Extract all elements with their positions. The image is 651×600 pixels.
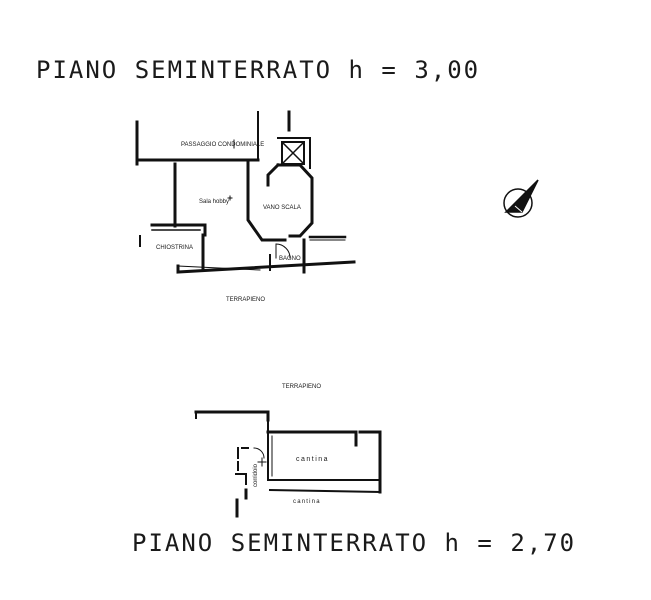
upper-south-wall — [176, 260, 356, 274]
stairwell-label: VANO SCALA — [263, 205, 301, 211]
hobby-room-east-wall — [246, 160, 287, 242]
corridor-north-wall — [135, 120, 260, 162]
bathroom-door-arc — [275, 243, 291, 259]
inner-cellar-north-wall — [266, 430, 358, 447]
light-well-label: CHIOSTRINA — [156, 245, 193, 251]
lift-shaft — [281, 141, 305, 165]
inner-cellar-label: cantina — [296, 456, 329, 463]
inner-cellar-wall — [267, 419, 381, 481]
upper-floor-title: PIANO SEMINTERRATO h = 3,00 — [36, 56, 481, 84]
vertical-corridor-label: corridoio — [253, 463, 259, 487]
upper-plan — [135, 110, 356, 274]
stairwell-wall — [276, 163, 314, 238]
lower-floor-title: PIANO SEMINTERRATO h = 2,70 — [132, 529, 577, 557]
outer-cellar-label: cantina — [293, 499, 321, 505]
lower-plan — [194, 410, 382, 518]
compass-north-arrow-icon — [503, 179, 539, 218]
lower-north-wall — [194, 410, 270, 422]
lower-south-wall — [268, 488, 382, 494]
inner-cellar-east-wall — [358, 430, 382, 494]
corridor-label: PASSAGGIO CONDOMINIALE — [181, 142, 264, 148]
upper-embankment-label: TERRAPIENO — [226, 297, 265, 303]
bathroom-label: BAGNO — [279, 256, 301, 262]
light-well-wall — [150, 223, 207, 272]
hobby-room-label: Sala hobby — [199, 199, 229, 205]
lower-embankment-label: TERRAPIENO — [282, 384, 321, 390]
